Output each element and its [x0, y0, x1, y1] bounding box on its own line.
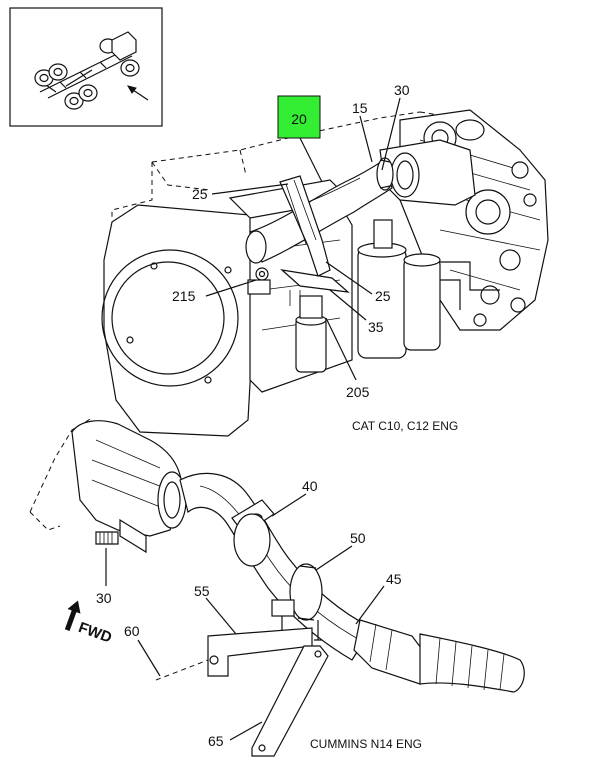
callout-60: 60 [124, 623, 140, 639]
callout-40: 40 [302, 478, 318, 494]
callout-30-top: 30 [394, 82, 410, 98]
cat-engine-illustration [101, 100, 549, 437]
cummins-assembly-illustration [29, 417, 525, 757]
forward-arrow-icon [64, 600, 81, 631]
callout-25-lower: 25 [375, 288, 391, 304]
truck-chassis-locator-icon [34, 31, 149, 110]
caption-cummins-engine: CUMMINS N14 ENG [310, 737, 422, 751]
highlight-callout-20: 20 [277, 95, 323, 183]
callout-45: 45 [386, 571, 402, 587]
callout-15: 15 [352, 100, 368, 116]
callout-215: 215 [172, 288, 196, 304]
forward-marker: FWD [64, 600, 114, 647]
forward-label: FWD [76, 619, 114, 647]
callout-55: 55 [194, 583, 210, 599]
callout-25-upper: 25 [192, 186, 208, 202]
callout-205: 205 [346, 384, 370, 400]
callout-35: 35 [368, 319, 384, 335]
callout-30-bottom: 30 [96, 590, 112, 606]
callout-20: 20 [291, 111, 307, 127]
locator-inset [9, 7, 163, 127]
callout-50: 50 [350, 530, 366, 546]
callout-65: 65 [208, 733, 224, 749]
caption-cat-engine: CAT C10, C12 ENG [352, 419, 458, 433]
